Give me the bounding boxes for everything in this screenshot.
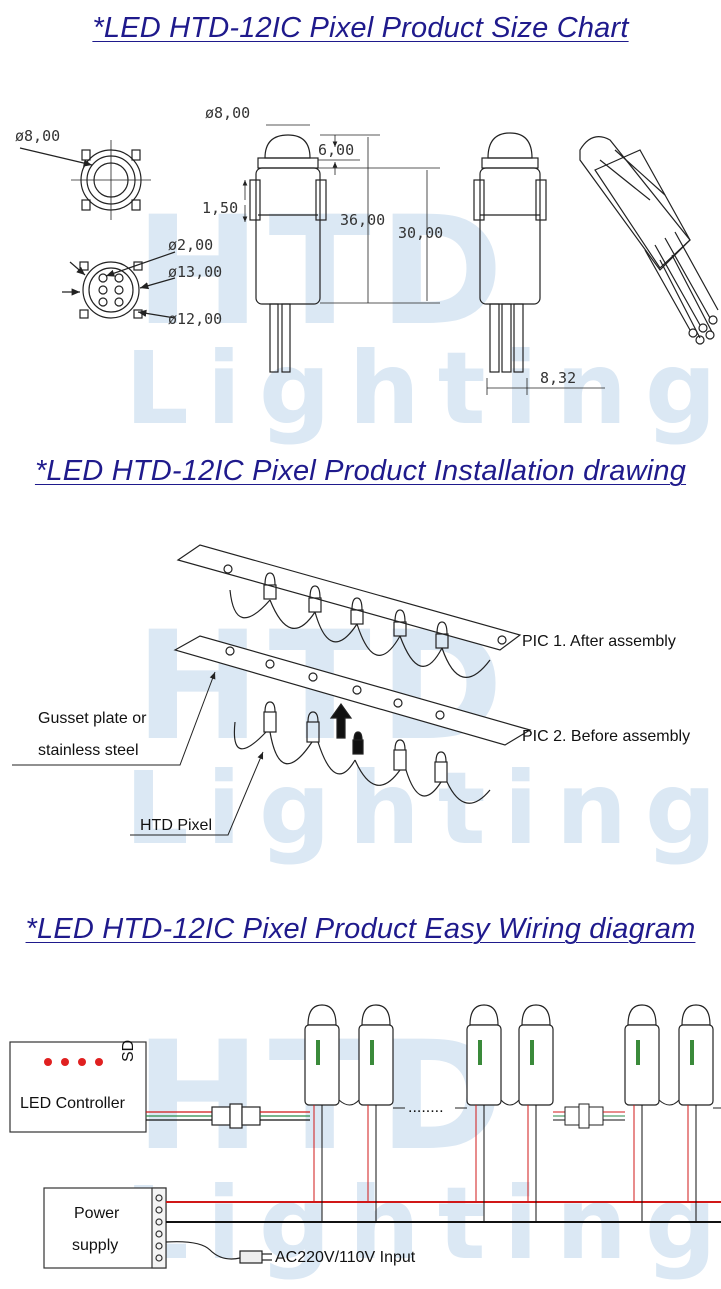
controller-label: LED Controller [20, 1095, 126, 1112]
led-controller-box [9, 1041, 147, 1133]
chain-ellipsis: ........ [408, 1099, 444, 1116]
dim-body-dia: ø8,00 [205, 104, 250, 122]
wiring-drawing [9, 1004, 721, 1269]
pic2-label: PIC 2. Before assembly [522, 728, 690, 745]
size-chart-drawing [19, 124, 719, 395]
wiring-title: *LED HTD-12IC Pixel Product Easy Wiring … [25, 913, 696, 945]
power-label-line2: supply [72, 1237, 118, 1254]
controller-led-3 [78, 1058, 86, 1066]
dim-height-1-5: 1,50 [202, 199, 238, 217]
dim-pin-dia: ø2,00 [168, 236, 213, 254]
front-view [473, 132, 605, 395]
gusset-label-line1: Gusset plate or [38, 710, 147, 727]
dim-outer-dia-12: ø12,00 [168, 310, 222, 328]
dim-top-dia: ø8,00 [15, 127, 60, 145]
pixel-leads [313, 1099, 721, 1222]
pic1-label: PIC 1. After assembly [522, 633, 676, 650]
power-label-line1: Power [74, 1205, 120, 1222]
side-view [242, 124, 440, 373]
gusset-label-line2: stainless steel [38, 742, 139, 759]
pixel-label: HTD Pixel [140, 817, 212, 834]
installation-drawing [12, 544, 532, 836]
ac-input-label: AC220V/110V Input [275, 1249, 416, 1266]
installation-title: *LED HTD-12IC Pixel Product Installation… [34, 455, 687, 487]
dim-lead-width: 8,32 [540, 369, 576, 387]
controller-led-2 [61, 1058, 69, 1066]
dim-height-36: 36,00 [340, 211, 385, 229]
power-supply-box [43, 1187, 167, 1269]
dim-height-6: 6,00 [318, 141, 354, 159]
dim-height-30: 30,00 [398, 224, 443, 242]
controller-led-1 [44, 1058, 52, 1066]
size-chart-title: *LED HTD-12IC Pixel Product Size Chart [92, 12, 629, 44]
pixel-chain [304, 1004, 714, 1106]
assembled-pixels [229, 572, 491, 678]
sd-label: SD [120, 1040, 137, 1062]
top-view [19, 140, 151, 220]
dim-outer-dia-13: ø13,00 [168, 263, 222, 281]
bottom-view [62, 251, 176, 319]
loose-pixels [233, 701, 491, 804]
controller-led-4 [95, 1058, 103, 1066]
perspective-view [579, 136, 719, 345]
